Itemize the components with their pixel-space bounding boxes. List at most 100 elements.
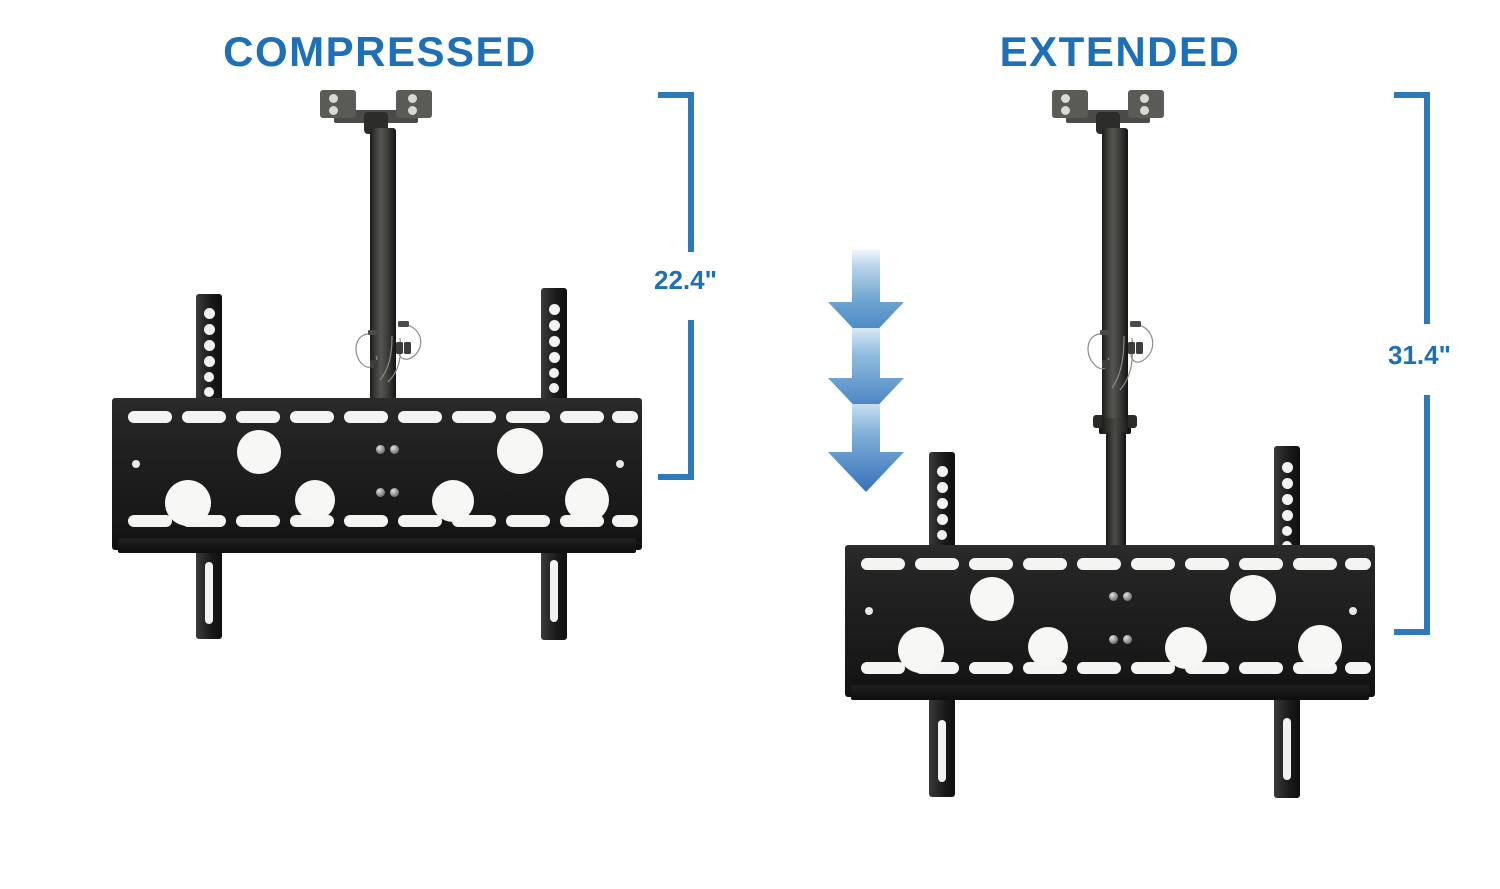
vesa-arm-hole bbox=[549, 320, 560, 331]
plate-bolt bbox=[1109, 635, 1118, 644]
plate-slot bbox=[861, 662, 905, 674]
plate-slot bbox=[398, 411, 442, 423]
vesa-arm-hole bbox=[204, 356, 215, 367]
vesa-arm-hole bbox=[204, 387, 214, 397]
vesa-arm-hole bbox=[937, 498, 948, 509]
plate-cutout bbox=[1165, 627, 1207, 669]
dimension-bracket-extended bbox=[1394, 92, 1434, 635]
plate-slot bbox=[612, 411, 638, 423]
vesa-arm-hole bbox=[549, 383, 559, 393]
mount-pole-outer-extended bbox=[1102, 128, 1128, 425]
vesa-arm-hole bbox=[937, 482, 948, 493]
plate-cutout bbox=[970, 577, 1014, 621]
vesa-arm-hole bbox=[204, 372, 214, 382]
plate-cutout bbox=[565, 478, 609, 522]
plate-bolt bbox=[1123, 592, 1132, 601]
plate-slot bbox=[128, 411, 172, 423]
arrow-down-icon-3 bbox=[828, 404, 904, 492]
vesa-arm-hole bbox=[937, 514, 948, 525]
plate-slot bbox=[344, 515, 388, 527]
vesa-arm-hole bbox=[549, 368, 559, 378]
plate-bolt bbox=[390, 488, 399, 497]
plate-slot bbox=[1131, 662, 1175, 674]
dimension-cap-top bbox=[1394, 92, 1428, 98]
dimension-bracket-compressed bbox=[658, 92, 698, 480]
plate-cutout bbox=[1230, 575, 1276, 621]
panel-title-extended: EXTENDED bbox=[999, 28, 1241, 75]
ceiling-screw-hole bbox=[1061, 106, 1070, 115]
plate-cutout bbox=[237, 430, 281, 474]
plate-pilot-hole bbox=[1349, 607, 1357, 615]
vesa-arm-hole bbox=[204, 308, 215, 319]
plate-slot bbox=[182, 411, 226, 423]
plate-slot bbox=[344, 411, 388, 423]
vesa-arm-hole bbox=[549, 352, 560, 363]
ceiling-screw-hole bbox=[1061, 94, 1070, 103]
plate-slot bbox=[452, 411, 496, 423]
plate-slot bbox=[398, 515, 442, 527]
plate-slot bbox=[1345, 558, 1371, 570]
ceiling-plate-wing-left bbox=[320, 90, 356, 118]
plate-slot bbox=[290, 411, 334, 423]
mount-extended bbox=[780, 0, 1460, 889]
ceiling-screw-hole bbox=[408, 94, 417, 103]
mount-pole-inner-extended bbox=[1106, 432, 1126, 560]
vesa-arm-slot bbox=[550, 560, 558, 622]
plate-cutout bbox=[165, 480, 211, 526]
plate-cutout bbox=[295, 480, 335, 520]
pole-lock-knob-left bbox=[1093, 415, 1102, 428]
dimension-label-compressed: 22.4" bbox=[654, 265, 717, 295]
ceiling-screw-hole bbox=[408, 106, 417, 115]
plate-slot bbox=[969, 558, 1013, 570]
dimension-stem-bottom bbox=[688, 320, 694, 480]
plate-slot bbox=[1077, 662, 1121, 674]
dimension-stem-top bbox=[1424, 92, 1430, 324]
vesa-arm-hole bbox=[1282, 462, 1293, 473]
plate-bottom-lip bbox=[851, 685, 1369, 700]
vesa-arm-hole bbox=[549, 336, 560, 347]
mount-pole-compressed bbox=[370, 128, 396, 410]
plate-slot bbox=[1345, 662, 1371, 674]
vesa-arm-hole bbox=[1282, 526, 1292, 536]
vesa-arm-slot bbox=[205, 562, 213, 624]
vesa-arm-hole bbox=[1282, 478, 1293, 489]
plate-cutout bbox=[1298, 625, 1342, 669]
vesa-arm-hole bbox=[1282, 510, 1293, 521]
vesa-arm-hole bbox=[1282, 494, 1293, 505]
plate-slot bbox=[969, 662, 1013, 674]
plate-bolt bbox=[1123, 635, 1132, 644]
plate-bolt bbox=[390, 445, 399, 454]
dimension-label-extended: 31.4" bbox=[1388, 340, 1451, 370]
plate-slot bbox=[1077, 558, 1121, 570]
dimension-cap-bottom bbox=[658, 474, 692, 480]
plate-slot bbox=[236, 515, 280, 527]
ceiling-plate-extended bbox=[1052, 88, 1164, 136]
tv-bracket-plate-compressed bbox=[112, 398, 642, 558]
dimension-stem-top bbox=[688, 92, 694, 252]
plate-slot bbox=[1239, 662, 1283, 674]
plate-cutout bbox=[432, 480, 474, 522]
mount-pole-joint bbox=[1099, 418, 1131, 434]
arrow-down-icon-1 bbox=[828, 250, 904, 342]
plate-slot bbox=[506, 515, 550, 527]
panel-title-compressed: COMPRESSED bbox=[223, 28, 537, 75]
plate-slot bbox=[1185, 558, 1229, 570]
plate-bolt bbox=[1109, 592, 1118, 601]
plate-bolt bbox=[376, 445, 385, 454]
plate-slot bbox=[560, 411, 604, 423]
plate-slot bbox=[506, 411, 550, 423]
vesa-arm-hole bbox=[204, 324, 215, 335]
plate-bolt bbox=[376, 488, 385, 497]
plate-slot bbox=[1239, 558, 1283, 570]
vesa-arm-hole bbox=[937, 466, 948, 477]
vesa-arm-slot bbox=[1283, 718, 1291, 780]
ceiling-screw-hole bbox=[329, 94, 338, 103]
plate-cutout bbox=[1028, 627, 1068, 667]
plate-slot bbox=[612, 515, 638, 527]
plate-slot bbox=[861, 558, 905, 570]
dimension-cap-top bbox=[658, 92, 692, 98]
vesa-arm-slot bbox=[938, 720, 946, 782]
vesa-arm-hole bbox=[549, 304, 560, 315]
ceiling-plate-wing-left bbox=[1052, 90, 1088, 118]
